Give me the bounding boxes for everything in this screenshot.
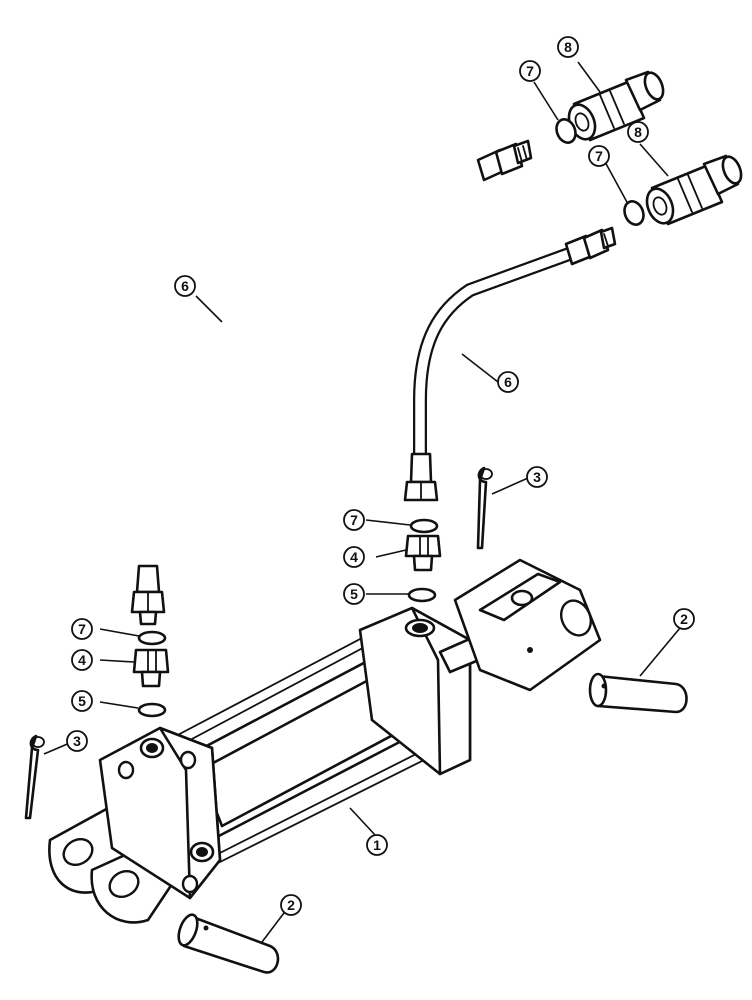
- callout-label: 5: [350, 586, 358, 602]
- callout-label: 5: [78, 693, 86, 709]
- callout-label: 7: [78, 621, 86, 637]
- coupler-lower: [645, 154, 743, 226]
- o-ring-right-adapter: [409, 518, 439, 534]
- callout-6-right: 6: [497, 371, 519, 393]
- callout-2-right: 2: [673, 608, 695, 630]
- callout-label: 7: [526, 63, 534, 79]
- o-ring-right-port: [407, 587, 437, 603]
- callout-label: 6: [181, 278, 189, 294]
- callout-label: 6: [504, 374, 512, 390]
- callout-1: 1: [366, 834, 388, 856]
- callout-label: 4: [350, 549, 358, 565]
- callout-label: 2: [680, 611, 688, 627]
- callout-6-left: 6: [174, 275, 196, 297]
- callout-3-right: 3: [526, 466, 548, 488]
- callout-label: 4: [78, 652, 86, 668]
- callout-7-left-adapter: 7: [71, 618, 93, 640]
- callout-5-right: 5: [343, 583, 365, 605]
- callout-label: 8: [634, 124, 642, 140]
- o-ring-lower-coupler: [623, 200, 645, 226]
- leader-lines: [43, 61, 681, 943]
- callout-label: 1: [373, 837, 381, 853]
- callout-label: 7: [595, 148, 603, 164]
- cotter-pin-right: [476, 466, 493, 550]
- o-ring-left-adapter: [137, 630, 167, 646]
- callout-7-lower-coupler: 7: [588, 145, 610, 167]
- callout-2-lower: 2: [280, 894, 302, 916]
- callout-7-upper-coupler: 7: [519, 60, 541, 82]
- callout-5-left: 5: [71, 690, 93, 712]
- adapter-left: [132, 648, 170, 688]
- callout-8-lower: 8: [627, 121, 649, 143]
- o-ring-upper-coupler: [555, 118, 577, 144]
- callout-label: 8: [564, 39, 572, 55]
- hose-right: [403, 226, 617, 502]
- adapter-right: [404, 534, 442, 572]
- coupler-upper: [567, 70, 665, 142]
- clevis-pin-right: [588, 672, 688, 714]
- callout-4-right: 4: [343, 546, 365, 568]
- callout-8-upper: 8: [557, 36, 579, 58]
- hydraulic-cylinder: [48, 558, 602, 924]
- callout-7-right-adapter: 7: [343, 509, 365, 531]
- cotter-pin-left: [24, 734, 45, 820]
- callout-4-left: 4: [71, 649, 93, 671]
- callout-3-left: 3: [66, 730, 88, 752]
- o-ring-left-port: [137, 702, 167, 718]
- callout-label: 3: [533, 469, 541, 485]
- callout-label: 2: [287, 897, 295, 913]
- hose-left: [130, 139, 533, 626]
- clevis-pin-lower: [177, 913, 280, 974]
- callout-label: 7: [350, 512, 358, 528]
- callout-label: 3: [73, 733, 81, 749]
